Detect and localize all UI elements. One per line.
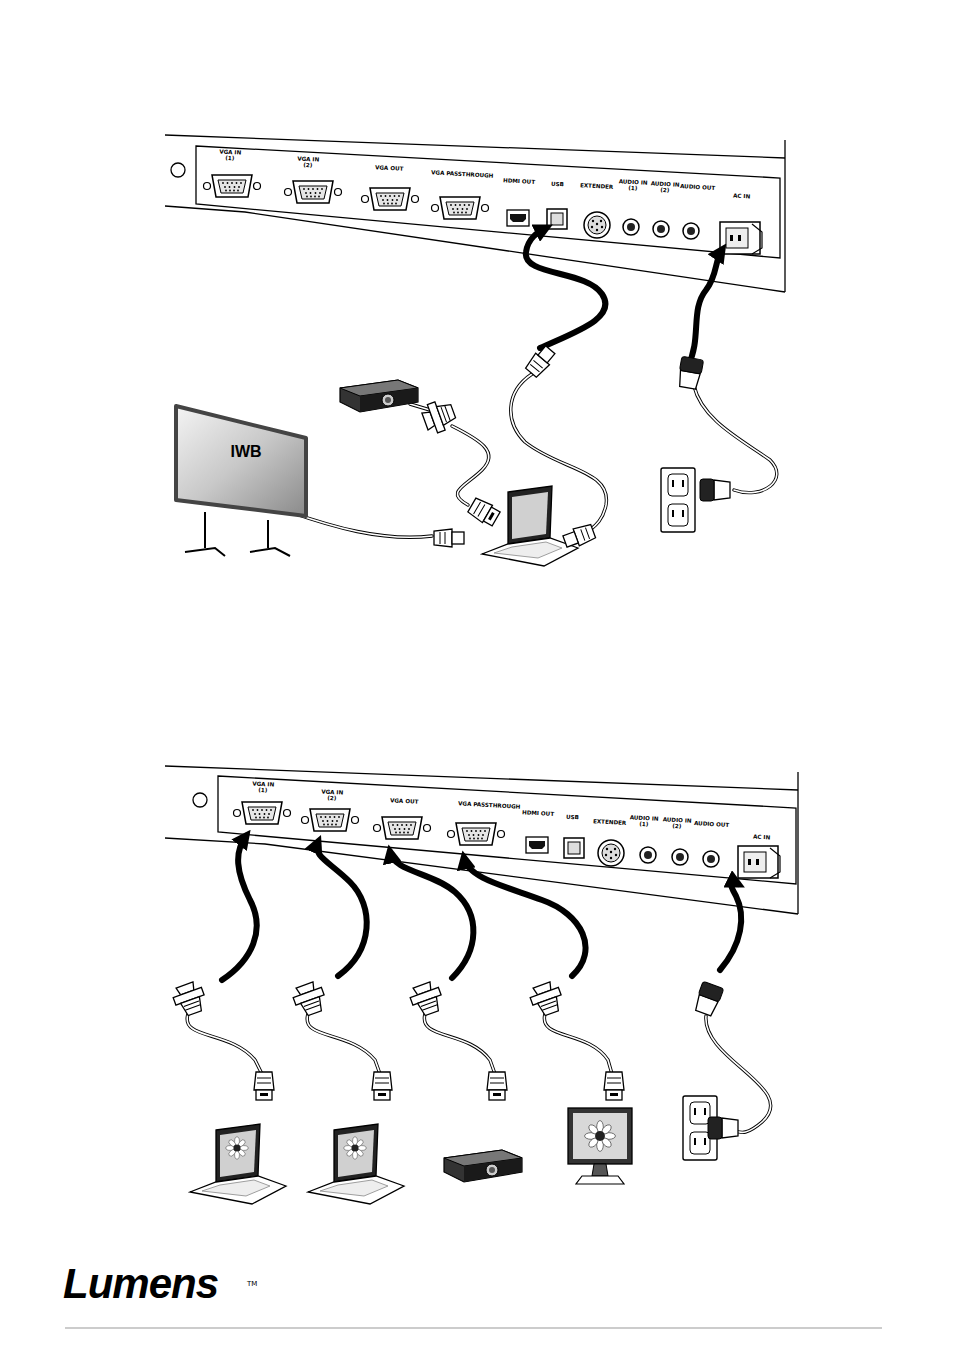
port-label: VGA IN (1) (216, 149, 245, 162)
port-label: VGA IN (1) (249, 781, 278, 794)
port-label: USB (550, 182, 563, 189)
whiteboard: IWB (172, 402, 310, 520)
port-label: AUDIO IN (1) (618, 179, 649, 192)
port-label: VGA IN (2) (318, 789, 347, 802)
port-label: AUDIO IN (2) (650, 181, 681, 194)
port-label: AUDIO IN (1) (629, 815, 660, 828)
port-label: AC IN (733, 194, 750, 201)
port-label: AUDIO IN (2) (662, 817, 693, 830)
board-label: IWB (230, 443, 261, 461)
port-label: AC IN (753, 835, 770, 842)
port-label: USB (565, 815, 578, 822)
port-label: VGA IN (2) (294, 156, 323, 169)
brand-logo: Lumens (63, 1262, 218, 1306)
trademark: TM (247, 1281, 257, 1288)
board-outline (172, 402, 310, 520)
